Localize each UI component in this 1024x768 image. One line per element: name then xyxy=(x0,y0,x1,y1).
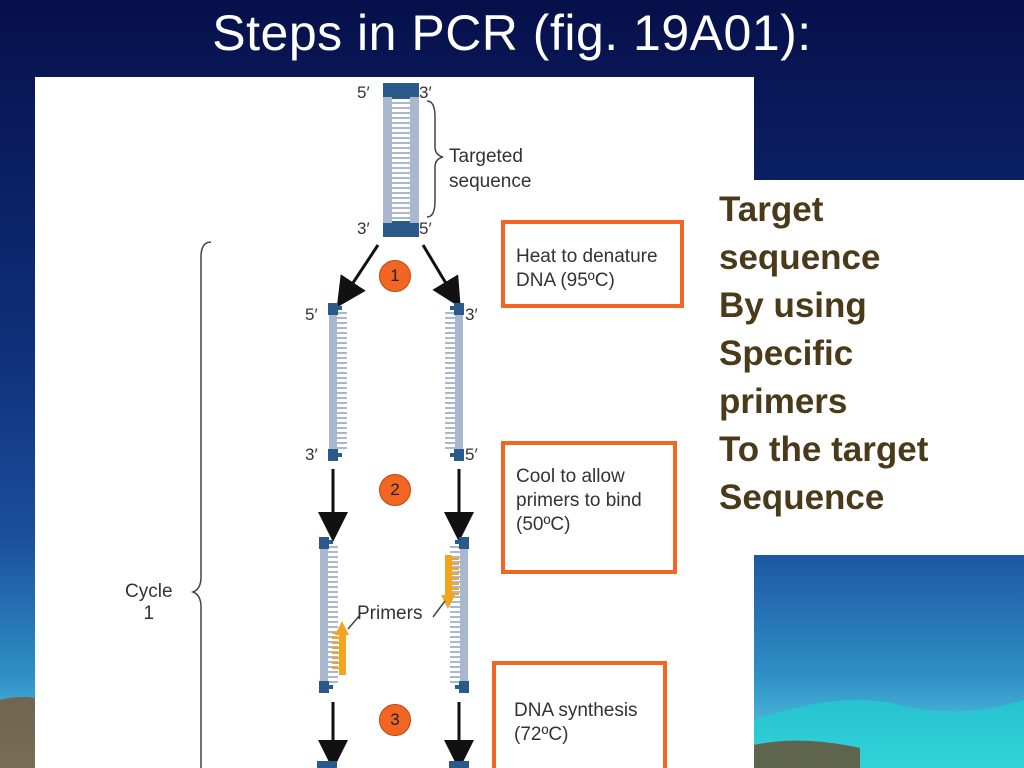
duplex-bottom-end xyxy=(383,221,419,237)
label-3prime-right-strand: 3′ xyxy=(465,305,478,324)
step-1-text: Heat to denature DNA (95ºC) xyxy=(516,246,658,291)
side-note-line: Sequence xyxy=(719,478,885,517)
next-strand-stub-left xyxy=(317,761,337,768)
primer-left-arrowhead xyxy=(335,621,349,635)
step-3-text: DNA synthesis (72ºC) xyxy=(514,700,638,745)
single-strand-left-end-cap xyxy=(328,303,338,315)
primer-pointer-right xyxy=(432,600,446,618)
side-note-line: Specific xyxy=(719,334,854,373)
single-strand-left xyxy=(329,303,337,461)
duplex-strand-left xyxy=(383,97,392,223)
single-strand-left-end-tab xyxy=(336,453,342,457)
cycle-label: Cycle 1 xyxy=(125,581,173,624)
next-strand-stub-right xyxy=(449,761,469,768)
label-3prime-left-strand: 3′ xyxy=(305,445,318,464)
label-5prime-right-strand: 5′ xyxy=(465,445,478,464)
primers-label: Primers xyxy=(357,603,423,624)
step-3-number: 3 xyxy=(379,704,411,736)
primer-right xyxy=(445,555,452,601)
side-note-line: primers xyxy=(719,382,848,421)
side-note-line: By using xyxy=(719,286,867,325)
step-2-number: 2 xyxy=(379,474,411,506)
primer-left xyxy=(339,629,346,675)
single-strand-right-end-cap xyxy=(454,303,464,315)
annealed-strand-left-end-tab xyxy=(327,540,333,544)
annealed-strand-right-end-cap xyxy=(459,681,469,693)
side-note-panel: Target sequence By using Specific primer… xyxy=(705,180,1024,555)
step-2-box: Cool to allow primers to bind (50ºC) xyxy=(501,441,677,574)
duplex-top-end xyxy=(383,83,419,99)
pcr-diagram-graphics xyxy=(190,83,474,768)
step-1-box: Heat to denature DNA (95ºC) xyxy=(501,220,684,308)
side-note-line: Target xyxy=(719,190,824,229)
arrow-denature-left xyxy=(336,244,380,308)
cycle-brace xyxy=(190,241,212,768)
step-3-box: DNA synthesis (72ºC) xyxy=(492,661,667,768)
pcr-figure: 5′ 3′ 3′ 5′ Targeted sequence 5′ 3′ 3′ 5… xyxy=(35,77,754,768)
annealed-strand-right xyxy=(460,537,468,693)
annealed-strand-right-end-tab xyxy=(455,685,461,689)
label-5prime-top-left: 5′ xyxy=(357,83,370,102)
side-note-line: sequence xyxy=(719,238,881,277)
step-2-text: Cool to allow primers to bind (50ºC) xyxy=(516,466,642,535)
single-strand-right xyxy=(455,303,463,461)
primer-pointer-left xyxy=(347,614,361,630)
annealed-strand-left-end-cap xyxy=(319,537,329,549)
label-5prime-left-strand: 5′ xyxy=(305,305,318,324)
single-strand-right-end-tab xyxy=(450,306,456,310)
label-3prime-top-right: 3′ xyxy=(419,83,432,102)
label-3prime-bottom-left: 3′ xyxy=(357,219,370,238)
step-1-number: 1 xyxy=(379,260,411,292)
slide-title: Steps in PCR (fig. 19A01): xyxy=(212,5,812,61)
label-5prime-bottom-right: 5′ xyxy=(419,219,432,238)
side-note-text: Target sequence By using Specific primer… xyxy=(719,186,928,522)
single-strand-right-end-cap xyxy=(454,449,464,461)
arrow-denature-right xyxy=(421,244,461,308)
annealed-strand-right-end-tab xyxy=(455,540,461,544)
duplex-strand-right xyxy=(410,97,419,223)
single-strand-left-end-tab xyxy=(336,306,342,310)
primer-right-arrowhead xyxy=(441,595,455,609)
annealed-strand-left-end-tab xyxy=(327,685,333,689)
single-strand-left-end-cap xyxy=(328,449,338,461)
annealed-strand-left-end-cap xyxy=(319,681,329,693)
side-note-line: To the target xyxy=(719,430,929,469)
single-strand-right-end-tab xyxy=(450,453,456,457)
targeted-sequence-label: Targeted sequence xyxy=(449,146,532,192)
annealed-strand-right-end-cap xyxy=(459,537,469,549)
annealed-strand-left xyxy=(320,537,328,693)
targeted-sequence-brace xyxy=(426,100,444,218)
